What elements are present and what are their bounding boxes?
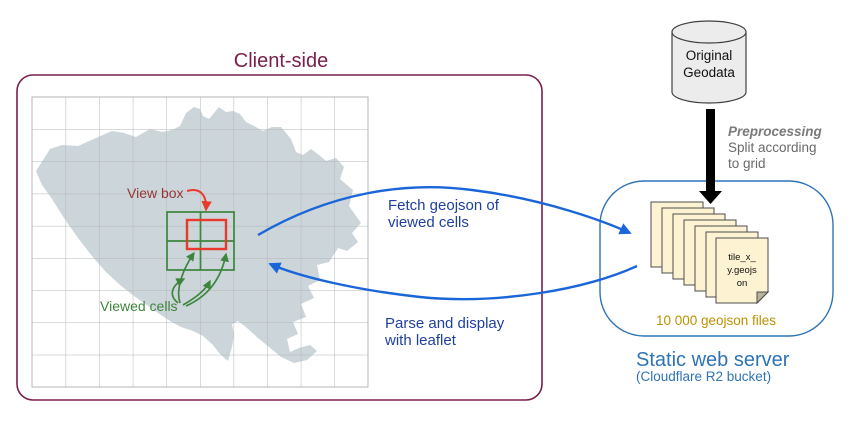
file-label-line1: tile_x_ (728, 252, 756, 263)
server-box (599, 180, 834, 337)
fetch-label-line1: Fetch geojson of (388, 197, 500, 214)
viewed-cells-arrows (171, 251, 229, 307)
viewed-cells-label: Viewed cells (100, 298, 178, 314)
geodata-cylinder: Original Geodata (671, 20, 747, 104)
file-label-line2: y.geojs (727, 265, 757, 276)
geodata-label-line1: Original (686, 48, 733, 63)
file-label-line3: on (737, 278, 748, 289)
geodata-label-line2: Geodata (683, 65, 735, 80)
server-subtitle: (Cloudflare R2 bucket) (636, 369, 771, 384)
geojson-file-stack (650, 201, 770, 305)
server-title: Static web server (636, 349, 790, 371)
file-fold-icon (756, 291, 770, 305)
preprocessing-desc-line1: Split according (728, 140, 817, 155)
viewed-cells-box (166, 211, 235, 271)
fetch-arrow (257, 186, 632, 237)
preprocessing-desc-line2: to grid (728, 156, 766, 171)
view-box-label: View box (127, 185, 184, 201)
preprocessing-title: Preprocessing (728, 124, 823, 139)
parse-label-line1: Parse and display (385, 315, 505, 332)
view-box-rect (185, 218, 228, 251)
parse-label-line2: with leaflet (384, 332, 457, 349)
fetch-label-line2: viewed cells (388, 214, 469, 231)
files-caption: 10 000 geojson files (656, 313, 776, 328)
preprocessing-arrow (699, 109, 722, 204)
parse-arrow (268, 262, 638, 301)
view-box-arrow (186, 189, 212, 212)
client-box (16, 74, 543, 401)
client-title: Client-side (234, 50, 328, 72)
